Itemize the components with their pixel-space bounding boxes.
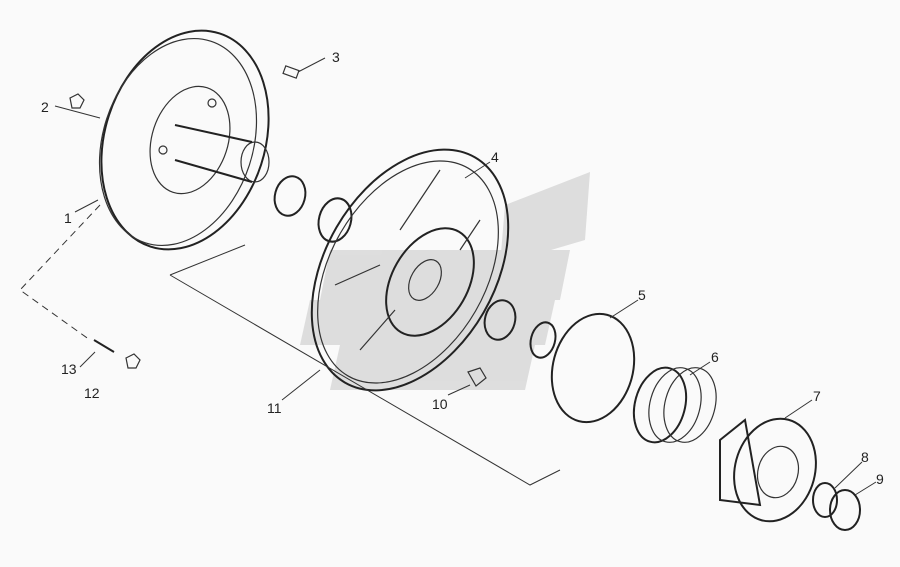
- callout-11: 11: [267, 400, 282, 416]
- part-6-spring: [632, 366, 717, 444]
- callout-3: 3: [332, 49, 340, 65]
- callout-7: 7: [813, 388, 821, 404]
- callout-8: 8: [861, 449, 869, 465]
- part-2-nut: [69, 93, 85, 109]
- callout-1: 1: [64, 210, 72, 226]
- part-5-ring: [550, 312, 636, 424]
- callout-5: 5: [638, 287, 646, 303]
- watermark-logo: [300, 172, 590, 390]
- part-13-bolt: [93, 339, 115, 353]
- callout-2: 2: [41, 99, 49, 115]
- callout-13: 13: [61, 361, 77, 377]
- seal-ring: [273, 175, 307, 217]
- callout-6: 6: [711, 349, 719, 365]
- bushing-2: [483, 299, 517, 341]
- part-3-key: [282, 65, 300, 79]
- part-4-movable-sheave: [310, 148, 510, 392]
- part-8-washer: [812, 482, 838, 518]
- callout-9: 9: [876, 471, 884, 487]
- callout-12: 12: [84, 385, 100, 401]
- part-7-cam: [719, 417, 817, 523]
- callout-10: 10: [432, 396, 448, 412]
- callout-4: 4: [491, 149, 499, 165]
- part-12-nut: [125, 353, 141, 369]
- washer: [529, 321, 557, 359]
- part-9-snap-ring: [829, 489, 861, 531]
- bushing: [317, 197, 353, 243]
- part-10-fitting: [467, 367, 487, 387]
- part-1-fixed-sheave: [98, 29, 270, 251]
